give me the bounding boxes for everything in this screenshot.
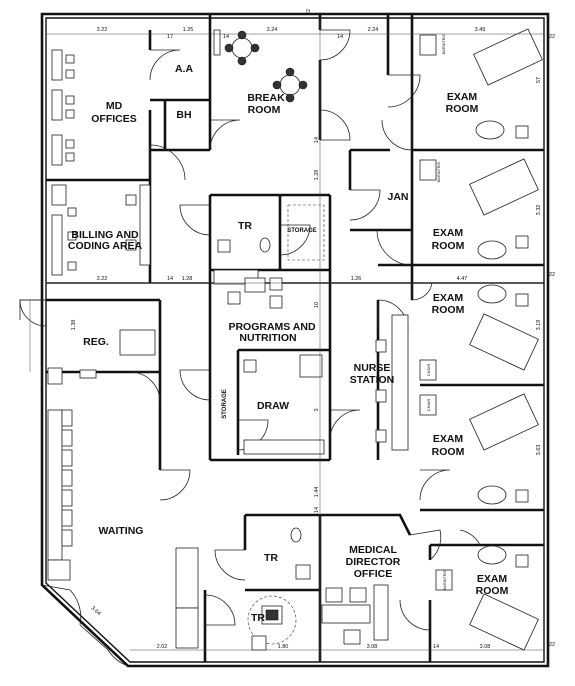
exam-table-2 xyxy=(419,158,539,260)
exam-table-1 xyxy=(419,28,543,140)
room-exam4-line2: ROOM xyxy=(432,446,465,458)
dimension-lines xyxy=(29,18,544,662)
dim-125: 1.25 xyxy=(183,27,194,33)
vdim-10: 10 xyxy=(314,302,320,308)
room-exam3-line1: EXAM xyxy=(433,292,464,304)
vdim-3: 3 xyxy=(314,408,320,411)
fixture-labels: BARIATRIC BARIATRIC CHAIR CHAIR BARIATRI… xyxy=(426,33,447,590)
vdim-14-b: 14 xyxy=(314,507,320,513)
dim-14-b: 14 xyxy=(337,34,343,40)
dim-14-bot: 14 xyxy=(433,644,439,650)
bariatric-label-2: BARIATRIC xyxy=(436,161,441,182)
room-tr-small-label: TR xyxy=(251,612,265,624)
vdim-144: 1.44 xyxy=(314,487,320,498)
dim-180: 1.80 xyxy=(278,644,289,650)
room-exam5-line2: ROOM xyxy=(476,585,509,597)
room-reg-label: REG. xyxy=(83,336,109,348)
room-break-line2: ROOM xyxy=(248,104,281,116)
room-storage-lower-label: STORAGE xyxy=(222,389,228,419)
exam-table-5 xyxy=(435,545,539,651)
room-md-line2: OFFICES xyxy=(91,113,137,125)
dim-364: 3.64 xyxy=(90,605,102,616)
furniture xyxy=(47,28,543,651)
dim-202: 2.02 xyxy=(157,644,168,650)
room-draw-label: DRAW xyxy=(257,400,289,412)
room-programs-line1: PROGRAMS AND xyxy=(228,321,316,333)
dim-349: 3.49 xyxy=(475,27,486,33)
vdim-22: 22 xyxy=(306,9,312,15)
room-tr-upper-label: TR xyxy=(238,220,252,232)
vdim-332: 3.32 xyxy=(536,205,542,216)
dim-17: 17 xyxy=(167,34,173,40)
chair-label-1: CHAIR xyxy=(426,364,431,377)
dimension-text: 3.22 1.25 17 3.24 2.24 3.49 14 14 22 3.2… xyxy=(71,9,555,650)
room-tr-lower-label: TR xyxy=(264,552,278,564)
dim-14-mid: 14 xyxy=(167,276,173,282)
room-jan-label: JAN xyxy=(387,191,408,203)
room-nurse-line1: NURSE xyxy=(354,362,391,374)
room-exam3-line2: ROOM xyxy=(432,304,465,316)
room-exam2-line2: ROOM xyxy=(432,240,465,252)
vdim-128: 1.28 xyxy=(314,170,320,181)
vdim-57: 57 xyxy=(536,77,542,83)
dim-224: 2.24 xyxy=(368,27,379,33)
exam-table-4 xyxy=(469,393,539,505)
room-meddir-line2: DIRECTOR xyxy=(346,556,401,568)
door-swings xyxy=(19,29,481,667)
vdim-319: 3.19 xyxy=(536,320,542,331)
room-billing-line2: CODING AREA xyxy=(68,240,143,252)
vdim-363: 3.63 xyxy=(536,445,542,456)
chair-label-2: CHAIR xyxy=(426,399,431,412)
room-billing-line1: BILLING AND xyxy=(71,229,139,241)
dim-308-a: 3.08 xyxy=(367,644,378,650)
room-programs-line2: NUTRITION xyxy=(239,332,296,344)
room-exam2-line1: EXAM xyxy=(433,227,464,239)
dim-14-a: 14 xyxy=(223,34,229,40)
room-waiting-label: WAITING xyxy=(99,525,144,537)
room-aa-label: A.A xyxy=(175,63,194,75)
room-md-line1: MD xyxy=(106,100,123,112)
dim-447: 4.47 xyxy=(457,276,468,282)
exterior-walls xyxy=(40,12,550,668)
room-meddir-line3: OFFICE xyxy=(354,568,393,580)
room-nurse-line2: STATION xyxy=(350,374,395,386)
dim-128-a: 1.28 xyxy=(182,276,193,282)
room-storage-upper-label: STORAGE xyxy=(287,228,317,234)
room-meddir-line1: MEDICAL xyxy=(349,544,397,556)
dim-22-top: 22 xyxy=(549,34,555,40)
dim-22-mid: 22 xyxy=(549,272,555,278)
room-labels: A.A BREAK ROOM MD OFFICES BH EXAM ROOM J… xyxy=(68,63,509,624)
dim-324: 3.24 xyxy=(267,27,278,33)
room-exam4-line1: EXAM xyxy=(433,433,464,445)
room-exam1-line2: ROOM xyxy=(446,103,479,115)
room-break-line1: BREAK xyxy=(247,92,285,104)
dim-322-mid: 3.22 xyxy=(97,276,108,282)
bariatric-label-1: BARIATRIC xyxy=(441,33,446,54)
dim-126: 1.26 xyxy=(351,276,362,282)
dim-322-top: 3.22 xyxy=(97,27,108,33)
exam-table-3 xyxy=(469,284,539,371)
dim-22-bot: 22 xyxy=(549,642,555,648)
room-exam1-line1: EXAM xyxy=(447,91,478,103)
dim-308-b: 3.08 xyxy=(480,644,491,650)
vdim-14-a: 14 xyxy=(314,137,320,143)
bariatric-label-3: BARIATRIC xyxy=(442,569,447,590)
vdim-138: 1.38 xyxy=(71,320,77,331)
room-exam5-line1: EXAM xyxy=(477,573,508,585)
room-bh-label: BH xyxy=(176,109,191,121)
